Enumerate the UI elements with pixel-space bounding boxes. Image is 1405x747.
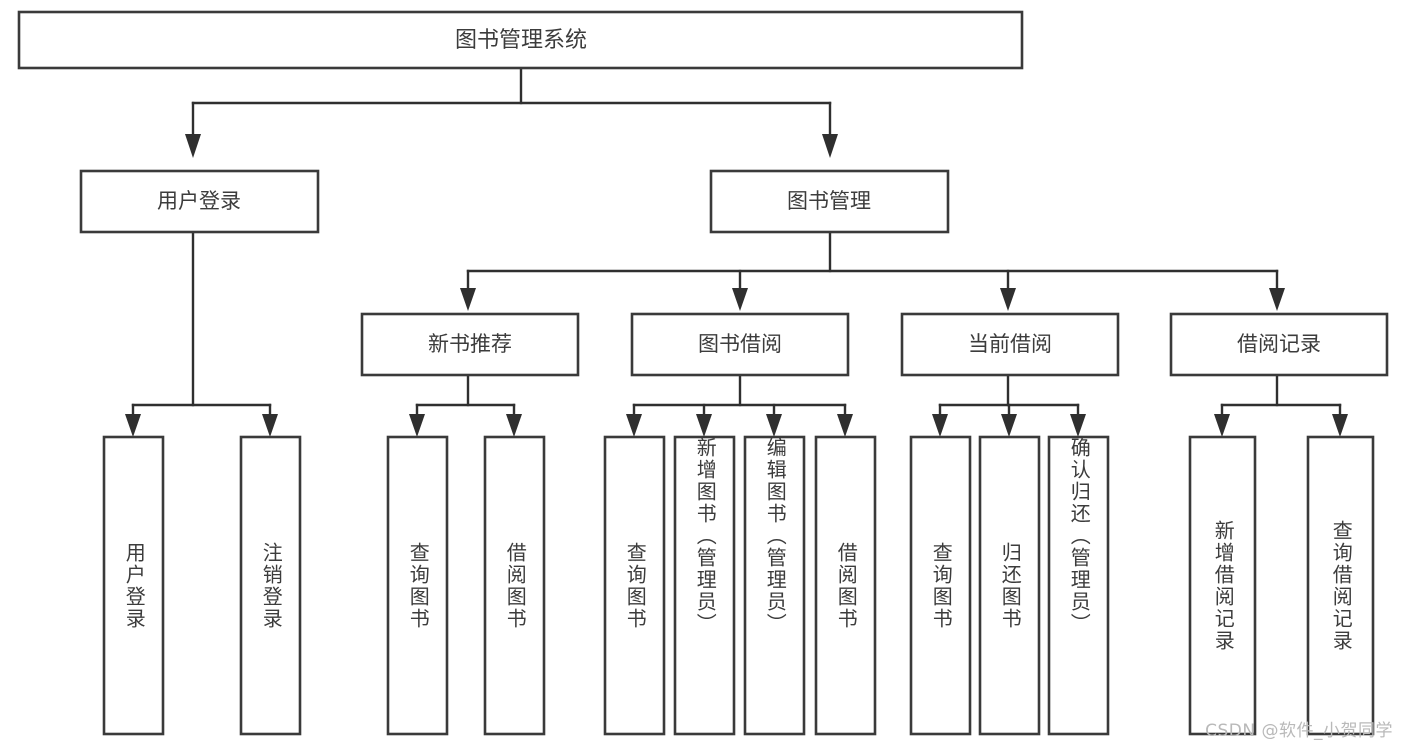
node-new-book-recommend[interactable]: 新书推荐 [360,312,580,377]
arrowhead-bookborrow-leaf-1 [696,414,712,437]
leaf-box-borrow-record-1[interactable] [1306,435,1375,736]
node-new-book-recommend-box[interactable] [360,312,580,377]
arrowhead-currentborrow-leaf-2 [1070,414,1086,437]
arrowhead-new-book-recommend [460,288,476,311]
arrowhead-book-borrow [732,288,748,311]
node-new-book-recommend-label: 新书推荐 [428,332,512,356]
node-root[interactable]: 图书管理系统 [17,10,1024,70]
leaf-box-current-borrow-0[interactable] [909,435,972,736]
arrowhead-bookborrow-leaf-3 [837,414,853,437]
node-user-login-label: 用户登录 [157,189,241,213]
arrowhead-borrowrecord-leaf-1 [1332,414,1348,437]
node-current-borrow[interactable]: 当前借阅 [900,312,1120,377]
connector-bookmanage-to-level3 [460,230,1285,311]
arrowhead-currentborrow-leaf-0 [932,414,948,437]
arrowhead-book-manage [822,134,838,158]
connector-root-to-level2 [185,67,838,158]
arrowhead-borrow-record [1269,288,1285,311]
leaf-box-book-borrow-3[interactable] [814,435,877,736]
arrowhead-user-login [185,134,201,158]
connector-currentborrow-to-leaves [932,373,1086,437]
arrowhead-newbook-leaf-0 [409,414,425,437]
leaf-box-current-borrow-1[interactable] [978,435,1041,736]
node-root-box[interactable] [17,10,1024,70]
leaf-box-user-login-1[interactable] [239,435,302,736]
node-current-borrow-label: 当前借阅 [968,332,1052,356]
node-book-manage-label: 图书管理 [787,189,871,213]
node-current-borrow-box[interactable] [900,312,1120,377]
leaf-box-user-login-0[interactable] [102,435,165,736]
arrowhead-leaf-logout [262,414,278,437]
connector-borrowrecord-to-leaves [1214,373,1348,437]
connector-userlogin-to-leaves [125,230,278,437]
leaf-box-book-borrow-1[interactable] [673,435,736,736]
watermark: CSDN @软件_小贺同学 [1205,721,1393,741]
node-book-borrow-box[interactable] [630,312,850,377]
leaf-box-borrow-record-0[interactable] [1188,435,1257,736]
arrowhead-newbook-leaf-1 [506,414,522,437]
node-book-manage[interactable]: 图书管理 [709,169,950,234]
arrowhead-borrowrecord-leaf-0 [1214,414,1230,437]
node-borrow-record[interactable]: 借阅记录 [1169,312,1389,377]
arrowhead-currentborrow-leaf-1 [1001,414,1017,437]
node-book-borrow-label: 图书借阅 [698,332,782,356]
leaf-box-new-book-0[interactable] [386,435,449,736]
node-root-label: 图书管理系统 [455,28,587,53]
node-borrow-record-box[interactable] [1169,312,1389,377]
node-book-manage-box[interactable] [709,169,950,234]
leaf-box-current-borrow-2[interactable] [1047,435,1110,736]
arrowhead-leaf-user-login [125,414,141,437]
connector-bookborrow-to-leaves [626,373,853,437]
node-user-login-box[interactable] [79,169,320,234]
node-borrow-record-label: 借阅记录 [1237,332,1321,356]
arrowhead-bookborrow-leaf-0 [626,414,642,437]
node-user-login[interactable]: 用户登录 [79,169,320,234]
leaf-box-book-borrow-0[interactable] [603,435,666,736]
leaf-box-new-book-1[interactable] [483,435,546,736]
connector-newbook-to-leaves [409,373,522,437]
node-book-borrow[interactable]: 图书借阅 [630,312,850,377]
leaf-box-book-borrow-2[interactable] [743,435,806,736]
arrowhead-bookborrow-leaf-2 [766,414,782,437]
arrowhead-current-borrow [1000,288,1016,311]
